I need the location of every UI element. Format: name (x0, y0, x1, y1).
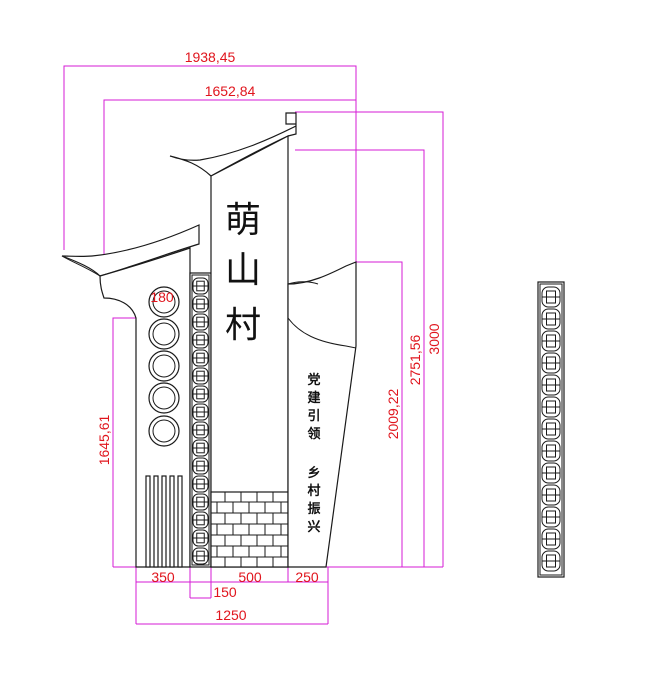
dim-3000-label: 3000 (426, 323, 442, 354)
slogan-right-1: 乡 (307, 465, 320, 481)
dim-1645-label: 1645,61 (96, 414, 112, 465)
circle-column (148, 286, 180, 447)
vertical-bars (145, 475, 183, 568)
dim-250-label: 250 (295, 569, 319, 585)
dim-1938-label: 1938,45 (185, 49, 236, 65)
right-panel: 党 建 引 领 乡 村 振 兴 (287, 261, 357, 568)
slogan-right-2: 村 (307, 483, 320, 499)
dim-2751-label: 2751,56 (407, 334, 423, 385)
dim-150-label: 150 (213, 584, 237, 600)
main-panel: 萌 山 村 (169, 112, 297, 568)
lattice-column (189, 272, 212, 568)
slogan-right-4: 兴 (307, 519, 320, 535)
dim-1652-label: 1652,84 (205, 83, 256, 99)
dimension-labels: 1938,45 1652,84 180 1645,61 2009,22 2751… (96, 49, 442, 623)
slogan-left-2: 建 (307, 390, 320, 406)
slogan-left-4: 领 (307, 426, 320, 442)
title-char-2: 山 (225, 250, 261, 291)
main-roof (169, 112, 297, 177)
dim-2009-label: 2009,22 (385, 388, 401, 439)
right-panel-body (287, 261, 357, 568)
dim-180-label: 180 (150, 289, 174, 305)
title-char-3: 村 (225, 305, 261, 346)
dim-500-label: 500 (238, 569, 262, 585)
dim-350-label: 350 (151, 569, 175, 585)
slogan-left-1: 党 (307, 372, 320, 388)
dimension-lines (63, 65, 444, 625)
left-panel (61, 224, 200, 568)
slogan-left-3: 引 (307, 409, 320, 424)
lattice-detail (537, 281, 565, 578)
slogan-right-3: 振 (307, 501, 320, 517)
title-char-1: 萌 (225, 200, 261, 241)
brick-courses (211, 492, 288, 567)
left-roof (61, 224, 200, 277)
dim-1250-label: 1250 (215, 607, 246, 623)
